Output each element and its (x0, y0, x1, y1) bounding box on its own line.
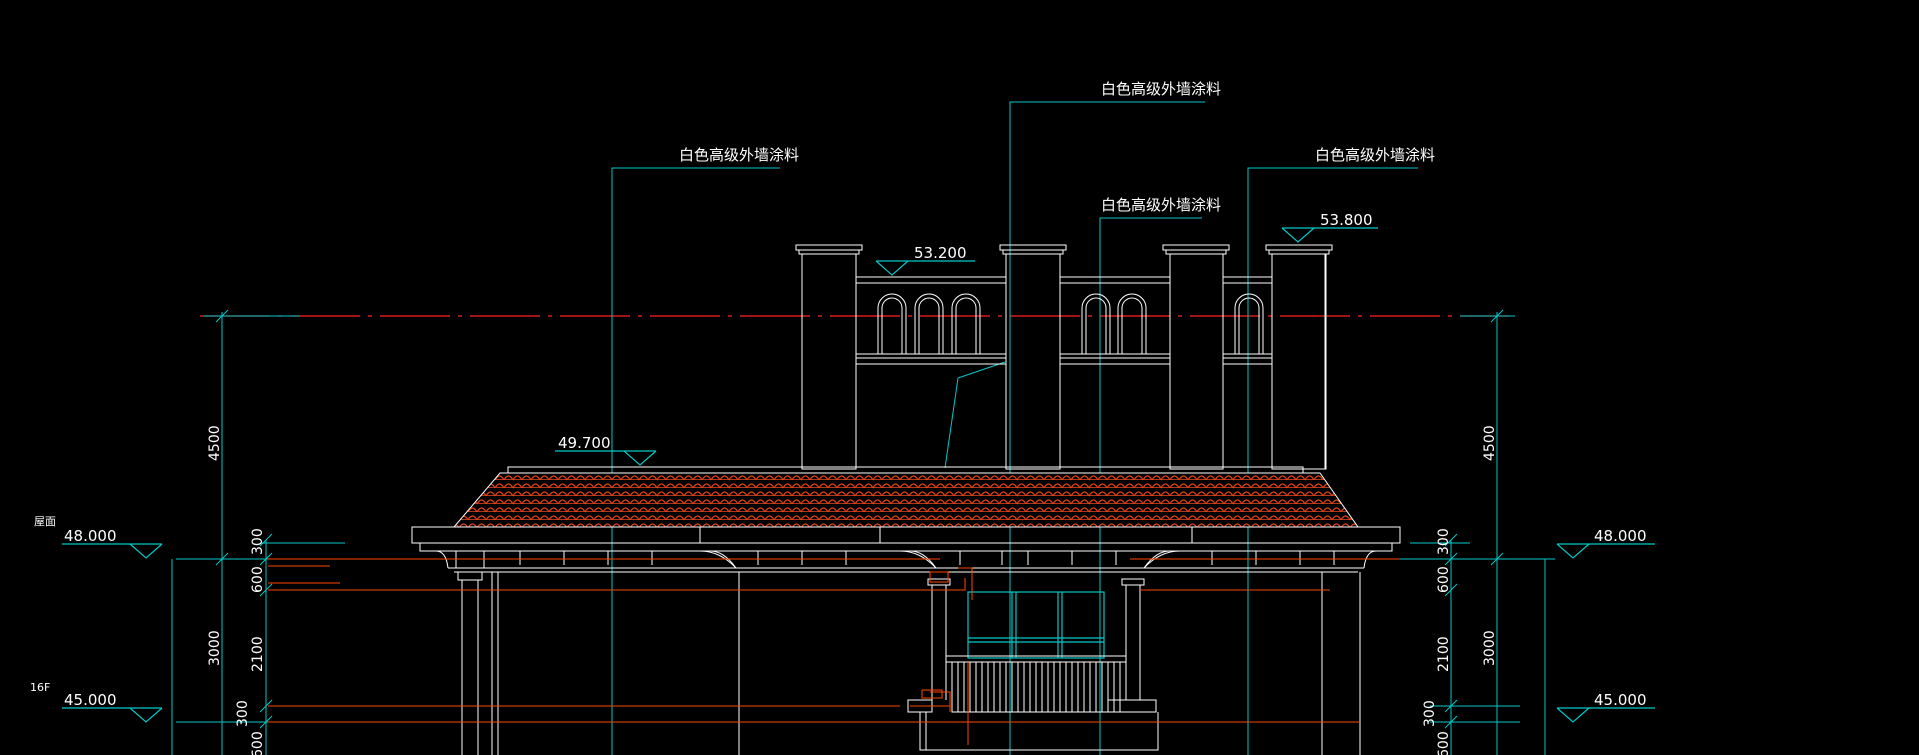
elevation-53-800: 53.800 (1320, 211, 1373, 229)
dim-left-600-top: 600 (250, 566, 266, 593)
coating-labels: 白色高级外墙涂料 白色高级外墙涂料 白色高级外墙涂料 白色高级外墙涂料 (679, 80, 1435, 214)
dim-left-3000: 3000 (207, 630, 223, 666)
cornice-brackets (435, 550, 1377, 569)
elevation-53-200: 53.200 (914, 244, 967, 262)
elevation-49-700: 49.700 (558, 434, 611, 452)
dimension-labels-right: 4500 3000 300 600 2100 300 600 (1422, 425, 1498, 755)
dim-left-2100: 2100 (250, 636, 266, 672)
level-lines (268, 558, 1400, 745)
dim-left-4500: 4500 (207, 425, 223, 461)
eave-cornice (411, 526, 1401, 573)
tiled-roof (452, 472, 1359, 528)
dim-left-300-bottom: 300 (235, 700, 251, 727)
coating-label-3: 白色高级外墙涂料 (1101, 196, 1221, 214)
pavilion-column-4 (1265, 244, 1333, 470)
dim-right-300-bottom: 300 (1422, 700, 1438, 727)
elevation-markers (62, 227, 1655, 723)
elevation-48-000-left: 48.000 (64, 527, 117, 545)
coating-label-1: 白色高级外墙涂料 (679, 146, 799, 164)
dim-left-300-top: 300 (250, 528, 266, 555)
dim-right-3000: 3000 (1482, 630, 1498, 666)
pavilion-column-1 (795, 244, 863, 470)
coating-label-4: 白色高级外墙涂料 (1315, 146, 1435, 164)
dim-right-300-top: 300 (1436, 528, 1452, 555)
pavilion-column-3 (1162, 244, 1230, 470)
dim-right-600-bottom: 600 (1436, 731, 1452, 755)
dim-right-2100: 2100 (1436, 636, 1452, 672)
floor-label-16f: 16F (30, 681, 50, 694)
facade (457, 571, 1361, 755)
elevation-labels: 53.200 53.800 49.700 48.000 45.000 48.00… (30, 211, 1647, 709)
elevation-45-000-right: 45.000 (1594, 691, 1647, 709)
dim-right-4500: 4500 (1482, 425, 1498, 461)
dim-right-600-top: 600 (1436, 566, 1452, 593)
floor-label-roof: 屋面 (34, 515, 56, 528)
coating-label-2: 白色高级外墙涂料 (1101, 80, 1221, 98)
elevation-48-000-right: 48.000 (1594, 527, 1647, 545)
dimension-labels-left: 4500 3000 300 600 2100 300 600 (207, 425, 266, 755)
elevation-45-000-left: 45.000 (64, 691, 117, 709)
rooftop-pavilion (507, 244, 1333, 474)
pavilion-column-2 (999, 244, 1067, 470)
balcony (907, 591, 1159, 751)
arch-windows (877, 293, 1264, 354)
dim-left-600-bottom: 600 (250, 731, 266, 755)
dimension-lines (171, 101, 1555, 755)
